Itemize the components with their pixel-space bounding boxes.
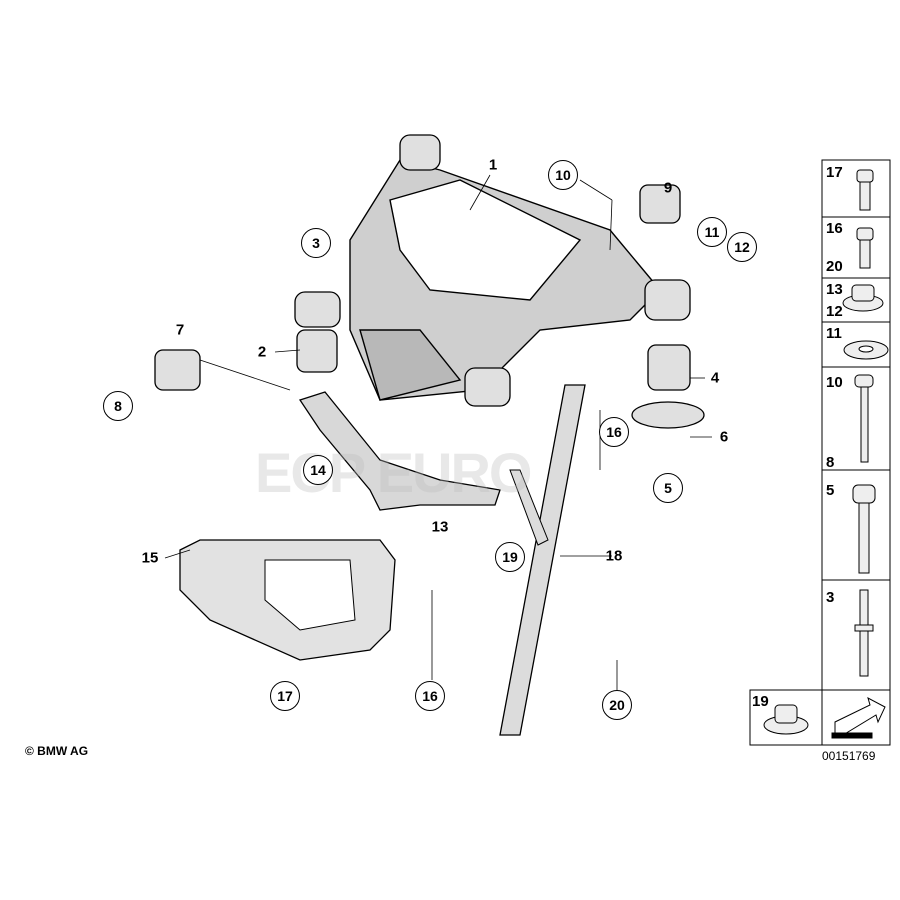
callout-5: 5 <box>653 473 683 503</box>
callout-11: 11 <box>697 217 727 247</box>
callout-18: 18 <box>605 547 623 565</box>
fastener-label: 16 <box>826 220 843 237</box>
subframe <box>349 159 661 401</box>
watermark: ECP EURO <box>255 441 532 504</box>
callout-15: 15 <box>141 549 159 567</box>
callout-9: 9 <box>663 179 673 197</box>
fastener-label: 5 <box>826 482 835 499</box>
strut-brace <box>499 384 586 736</box>
callout-8: 8 <box>103 391 133 421</box>
callout-10: 10 <box>548 160 578 190</box>
callout-4: 4 <box>710 369 720 387</box>
bushings <box>154 134 705 429</box>
part-number: 00151769 <box>822 749 876 763</box>
callout-6: 6 <box>719 428 729 446</box>
fastener-label: 8 <box>826 454 835 471</box>
fastener-label: 11 <box>826 325 842 342</box>
fastener-label: 3 <box>826 589 835 606</box>
callout-3: 3 <box>301 228 331 258</box>
fastener-icons <box>763 169 889 739</box>
fastener-label: 19 <box>752 693 769 710</box>
callout-16: 16 <box>415 681 445 711</box>
callout-12: 12 <box>727 232 757 262</box>
callout-7: 7 <box>175 321 185 339</box>
fastener-label: 20 <box>826 258 843 275</box>
callout-19: 19 <box>495 542 525 572</box>
leader-lines <box>164 174 712 690</box>
copyright: © BMW AG <box>25 744 89 758</box>
fastener-panel-frame <box>749 159 891 746</box>
callout-2: 2 <box>257 343 267 361</box>
callout-14: 14 <box>303 455 333 485</box>
callout-17: 17 <box>270 681 300 711</box>
fastener-label: 10 <box>826 374 843 391</box>
callout-1: 1 <box>488 156 498 174</box>
callout-13: 13 <box>431 518 449 536</box>
callout-16: 16 <box>599 417 629 447</box>
fastener-label: 13 <box>826 281 843 298</box>
control-arm <box>298 391 501 511</box>
callout-20: 20 <box>602 690 632 720</box>
fastener-label: 17 <box>826 164 843 181</box>
fastener-label: 12 <box>826 303 843 320</box>
